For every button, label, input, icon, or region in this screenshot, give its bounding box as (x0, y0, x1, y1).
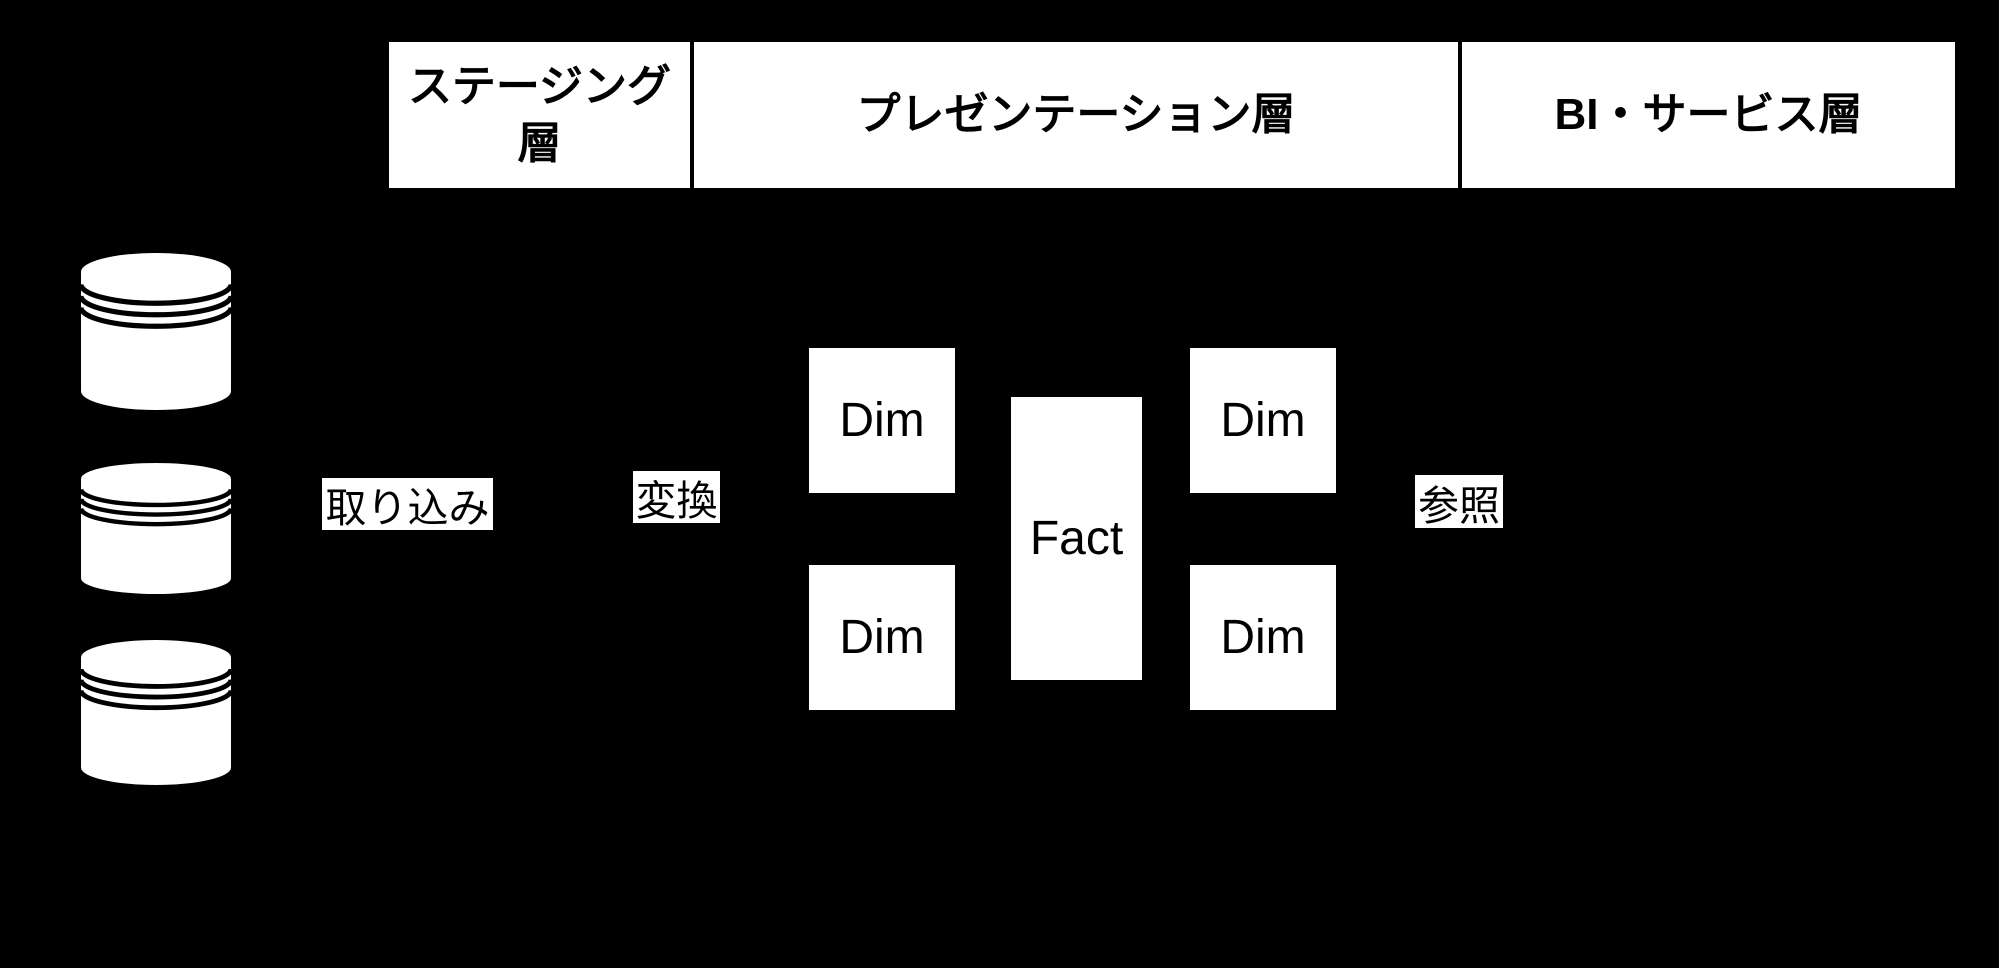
database-cylinder-icon (81, 253, 231, 410)
reference-label: 参照 (1415, 475, 1503, 529)
transform-label: 変換 (633, 471, 720, 524)
ingest-label: 取り込み (322, 478, 493, 531)
dim-table-box: Dim (809, 348, 955, 493)
database-cylinder-icon (81, 463, 231, 594)
header-presentation-label: プレゼンテーション層 (856, 90, 1296, 140)
dim-table-box: Dim (1190, 348, 1336, 493)
header-bi-service-label: BI・サービス層 (1554, 90, 1863, 140)
header-bi-service-layer: BI・サービス層 (1460, 40, 1957, 190)
dim-table-box: Dim (1190, 565, 1336, 710)
database-cylinder-icon (81, 640, 231, 785)
dim-table-box: Dim (809, 565, 955, 710)
fact-table-box: Fact (1011, 397, 1142, 680)
header-staging-line2: 層 (517, 119, 562, 168)
header-presentation-layer: プレゼンテーション層 (692, 40, 1460, 190)
header-staging-line1: ステージング (407, 61, 672, 111)
header-staging-layer: ステージング 層 (387, 40, 692, 190)
